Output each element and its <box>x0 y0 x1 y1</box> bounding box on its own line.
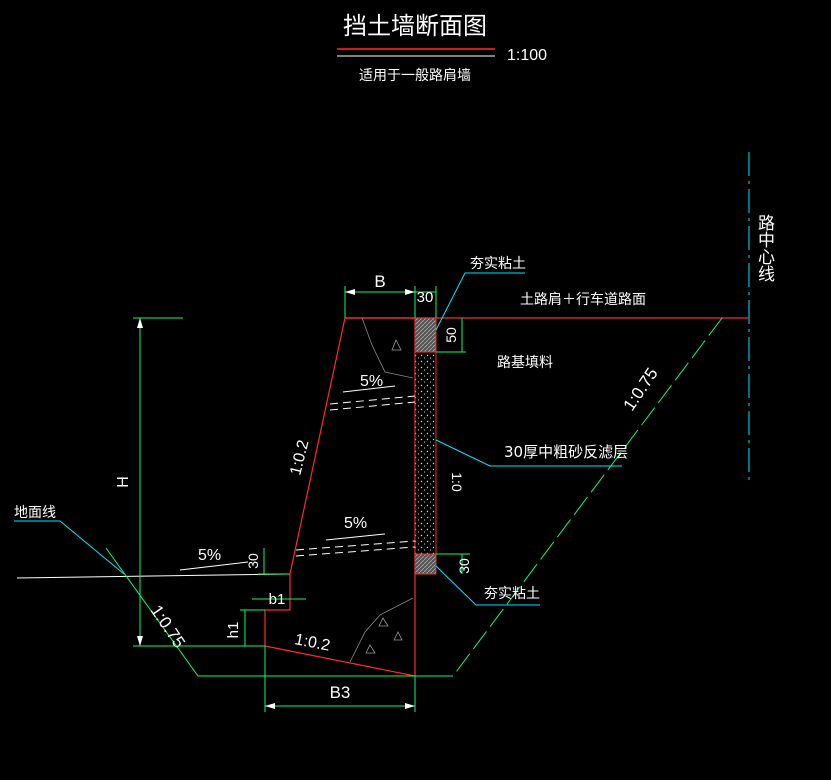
dim-30-left-label: 30 <box>245 553 261 569</box>
dim-B3-arrow <box>265 703 275 709</box>
compacted-clay-top-leader <box>435 272 525 331</box>
masonry-stone-mark <box>391 339 402 351</box>
dim-H-arrow <box>137 636 143 646</box>
road-center-line-label: 路中心线 <box>754 214 775 282</box>
drawing-scale: 1:100 <box>507 47 547 64</box>
fill-slope-line <box>452 317 723 677</box>
filter-layer-label: 30厚中粗砂反滤层 <box>504 443 628 461</box>
excavation-slope-label: 1:0.75 <box>147 602 189 652</box>
masonry-stone-mark <box>365 644 376 654</box>
wall-masonry-hatch-top <box>361 317 414 379</box>
dim-h1-label: h1 <box>225 622 242 639</box>
drain-pipe-lower <box>295 546 416 557</box>
drain-pipe-lower <box>295 540 416 551</box>
ground-slope-5pct-label: 5% <box>198 547 221 564</box>
road-surface-label: 土路肩＋行车道路面 <box>520 291 646 308</box>
drawing-subtitle: 适用于一般路肩墙 <box>359 68 471 84</box>
dim-b1-label: b1 <box>269 591 286 608</box>
dim-30-top-label: 30 <box>417 289 434 306</box>
drain-pipe-upper <box>329 395 416 405</box>
sand-filter-layer <box>414 351 437 555</box>
base-slope-label: 1:0.2 <box>293 631 331 654</box>
fill-slope-label: 1:0.75 <box>620 364 662 414</box>
dim-B-arrow <box>345 289 355 295</box>
wall-masonry-hatch-bottom <box>349 597 414 663</box>
compacted-clay-bottom-label: 夯实粘土 <box>484 586 540 602</box>
excavation-slope-line <box>105 547 453 677</box>
slope-leader-upper <box>342 385 396 393</box>
wall-batter-label: 1:0.2 <box>287 438 312 477</box>
masonry-stone-mark <box>378 617 389 627</box>
ground-line-leader <box>14 520 125 575</box>
compacted-clay-top-label: 夯实粘土 <box>470 256 526 272</box>
drain-pipe-upper <box>329 401 416 411</box>
dim-B3-arrow <box>405 703 415 709</box>
dim-30-right-label: 30 <box>456 558 472 574</box>
ground-line-label: 地面线 <box>14 505 56 521</box>
drawing-title: 挡土墙断面图 <box>343 12 487 40</box>
filter-layer-leader <box>435 439 622 467</box>
dim-B3-label: B3 <box>330 683 351 702</box>
slope-5pct-middle-label: 5% <box>344 515 367 532</box>
masonry-stone-mark <box>393 631 403 641</box>
dim-H-label: H <box>115 476 132 488</box>
compacted-clay-top-block <box>414 317 437 353</box>
filter-ratio-label: 1:0 <box>449 472 465 492</box>
retaining-wall-outline <box>264 317 416 677</box>
ground-line <box>16 573 291 579</box>
ground-slope-leader <box>179 561 249 571</box>
fill-material-label: 路基填料 <box>497 354 553 371</box>
compacted-clay-bottom-block <box>414 553 437 575</box>
dim-B-label: B <box>374 272 385 291</box>
slope-leader-middle <box>325 533 386 541</box>
slope-5pct-upper-label: 5% <box>360 373 383 390</box>
dim-B-arrow <box>405 289 415 295</box>
dim-50-label: 50 <box>443 327 459 343</box>
compacted-clay-bottom-leader <box>435 565 540 606</box>
dim-H-arrow <box>137 318 143 328</box>
